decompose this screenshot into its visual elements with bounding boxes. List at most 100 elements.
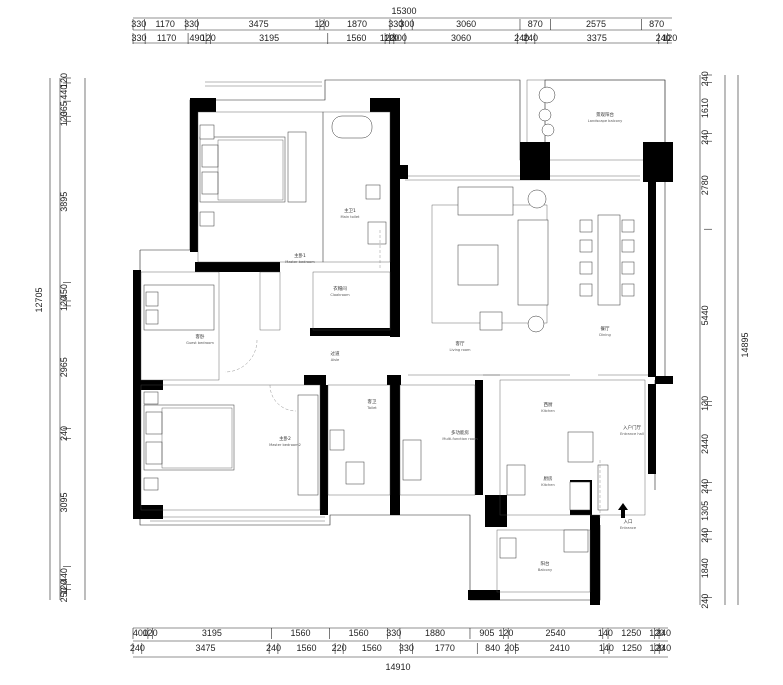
bot1-dim-7: 905 bbox=[479, 628, 494, 638]
label-entrance: 入口 Entrance bbox=[620, 519, 637, 530]
left1-dim-9: 3095 bbox=[59, 492, 69, 512]
svg-text:Balcony: Balcony bbox=[538, 568, 553, 572]
right1-dim-10: 1840 bbox=[700, 558, 710, 578]
right1-dim-5: 120 bbox=[700, 396, 710, 411]
left1-dim-8: 240 bbox=[59, 426, 69, 441]
right1-dim-8: 1305 bbox=[700, 501, 710, 521]
top2-dim-12: 3375 bbox=[587, 33, 607, 43]
top2-dim-9: 3060 bbox=[451, 33, 471, 43]
label-toilet: 客卫 Toilet bbox=[366, 398, 377, 410]
svg-text:Dining: Dining bbox=[599, 333, 611, 337]
svg-text:Master bedroom2: Master bedroom2 bbox=[269, 443, 301, 447]
svg-text:客厅: 客厅 bbox=[456, 340, 465, 347]
left1-dim-12: 250 bbox=[59, 587, 69, 602]
left-total-dim: 12705 bbox=[34, 287, 44, 312]
left-dimensions: 12705 1204403651203895450120296524030954… bbox=[34, 73, 86, 602]
top2-dim-5: 1560 bbox=[346, 33, 366, 43]
bot2-dim-2: 240 bbox=[266, 643, 281, 653]
bot1-dim-11: 1250 bbox=[621, 628, 641, 638]
top2-dim-7: 120 bbox=[384, 33, 399, 43]
top2-dim-13: 240 bbox=[656, 33, 671, 43]
right1-dim-3: 2780 bbox=[700, 175, 710, 195]
svg-text:Landscape balcony: Landscape balcony bbox=[588, 119, 623, 123]
svg-text:Master bedroom: Master bedroom bbox=[285, 260, 315, 264]
left1-dim-2: 365 bbox=[59, 101, 69, 116]
bot1-dim-2: 3195 bbox=[202, 628, 222, 638]
bot2-dim-7: 1770 bbox=[435, 643, 455, 653]
bot2-dim-5: 1560 bbox=[362, 643, 382, 653]
bot1-dim-9: 2540 bbox=[545, 628, 565, 638]
label-dining: 餐厅 Dining bbox=[599, 325, 611, 337]
svg-text:Aisle: Aisle bbox=[331, 358, 340, 362]
bot1-dim-13: 240 bbox=[656, 628, 671, 638]
left1-dim-7: 2965 bbox=[59, 357, 69, 377]
bot2-dim-1: 3475 bbox=[195, 643, 215, 653]
bot2-dim-14: 240 bbox=[656, 643, 671, 653]
top1-dim-7: 300 bbox=[399, 19, 414, 29]
svg-text:Toilet: Toilet bbox=[366, 406, 377, 410]
svg-text:Kitchen: Kitchen bbox=[541, 483, 555, 487]
svg-text:Kitchen: Kitchen bbox=[541, 409, 555, 413]
bot2-dim-8: 840 bbox=[485, 643, 500, 653]
svg-text:多功能房: 多功能房 bbox=[451, 429, 469, 436]
bot2-dim-12: 1250 bbox=[622, 643, 642, 653]
label-aisle: 过道 Aisle bbox=[331, 350, 341, 362]
top1-dim-10: 2575 bbox=[586, 19, 606, 29]
right1-dim-4: 5440 bbox=[700, 305, 710, 325]
label-main-toilet: 主卫1 Main toilet bbox=[341, 207, 361, 219]
top1-dim-4: 120 bbox=[314, 19, 329, 29]
room-labels: 主卧1 Master bedroom 主卫1 Main toilet 衣帽间 C… bbox=[186, 111, 644, 572]
right1-dim-7: 240 bbox=[700, 479, 710, 494]
top2-dim-6: 120 bbox=[380, 33, 395, 43]
svg-text:阳台: 阳台 bbox=[541, 560, 550, 567]
label-master-bedroom-2: 主卧2 Master bedroom2 bbox=[269, 435, 301, 447]
bot1-dim-12: 120 bbox=[649, 628, 664, 638]
furniture bbox=[143, 86, 635, 559]
bot2-dim-6: 330 bbox=[399, 643, 414, 653]
svg-text:Main toilet: Main toilet bbox=[341, 215, 361, 219]
top1-dim-3: 3475 bbox=[249, 19, 269, 29]
svg-text:衣帽间: 衣帽间 bbox=[333, 285, 347, 292]
right-dimensions: 14895 240 1610 240 2780 5440 120 2440 240 1305 24… bbox=[699, 71, 750, 609]
bot2-dim-0: 240 bbox=[130, 643, 145, 653]
interior-partitions bbox=[140, 111, 648, 593]
right-total-dim: 14895 bbox=[740, 332, 750, 357]
bot1-dim-5: 330 bbox=[386, 628, 401, 638]
top1-dim-6: 330 bbox=[388, 19, 403, 29]
top2-dim-4: 3195 bbox=[259, 33, 279, 43]
top2-dim-0: 330 bbox=[132, 33, 147, 43]
label-landscape-balcony: 景观阳台 Landscape balcony bbox=[588, 111, 623, 123]
right1-dim-2: 240 bbox=[700, 130, 710, 145]
svg-text:客卧: 客卧 bbox=[196, 333, 205, 340]
label-kitchen-west: 西厨 Kitchen bbox=[541, 402, 555, 413]
right1-dim-6: 2440 bbox=[700, 434, 710, 454]
bot2-dim-4: 220 bbox=[332, 643, 347, 653]
left1-dim-11: 120 bbox=[59, 580, 69, 595]
left1-dim-4: 3895 bbox=[59, 192, 69, 212]
top1-dim-8: 3060 bbox=[456, 19, 476, 29]
top2-dim-1: 1170 bbox=[157, 33, 176, 43]
svg-text:客卫: 客卫 bbox=[368, 398, 377, 405]
svg-text:Guest bedroom: Guest bedroom bbox=[186, 341, 214, 345]
bot1-dim-6: 1880 bbox=[425, 628, 445, 638]
top2-dim-3: 120 bbox=[201, 33, 216, 43]
svg-text:厨房: 厨房 bbox=[544, 475, 553, 482]
svg-text:过道: 过道 bbox=[331, 350, 340, 357]
right1-dim-1: 1610 bbox=[700, 98, 710, 118]
top2-dim-14: 120 bbox=[662, 33, 677, 43]
bot1-dim-4: 1560 bbox=[349, 628, 369, 638]
right1-dim-9: 240 bbox=[700, 528, 710, 543]
bot1-dim-10: 140 bbox=[598, 628, 613, 638]
top1-dim-0: 330 bbox=[131, 19, 146, 29]
label-multi-function-room: 多功能房 Multi-function room bbox=[442, 429, 478, 441]
right1-dim-11: 240 bbox=[700, 594, 710, 609]
svg-text:入户门厅: 入户门厅 bbox=[623, 424, 641, 431]
bot1-dim-8: 120 bbox=[498, 628, 513, 638]
top1-dim-5: 1870 bbox=[347, 19, 367, 29]
label-balcony: 阳台 Balcony bbox=[538, 560, 553, 572]
svg-text:Multi-function room: Multi-function room bbox=[442, 437, 478, 441]
svg-text:主卧2: 主卧2 bbox=[279, 435, 291, 442]
